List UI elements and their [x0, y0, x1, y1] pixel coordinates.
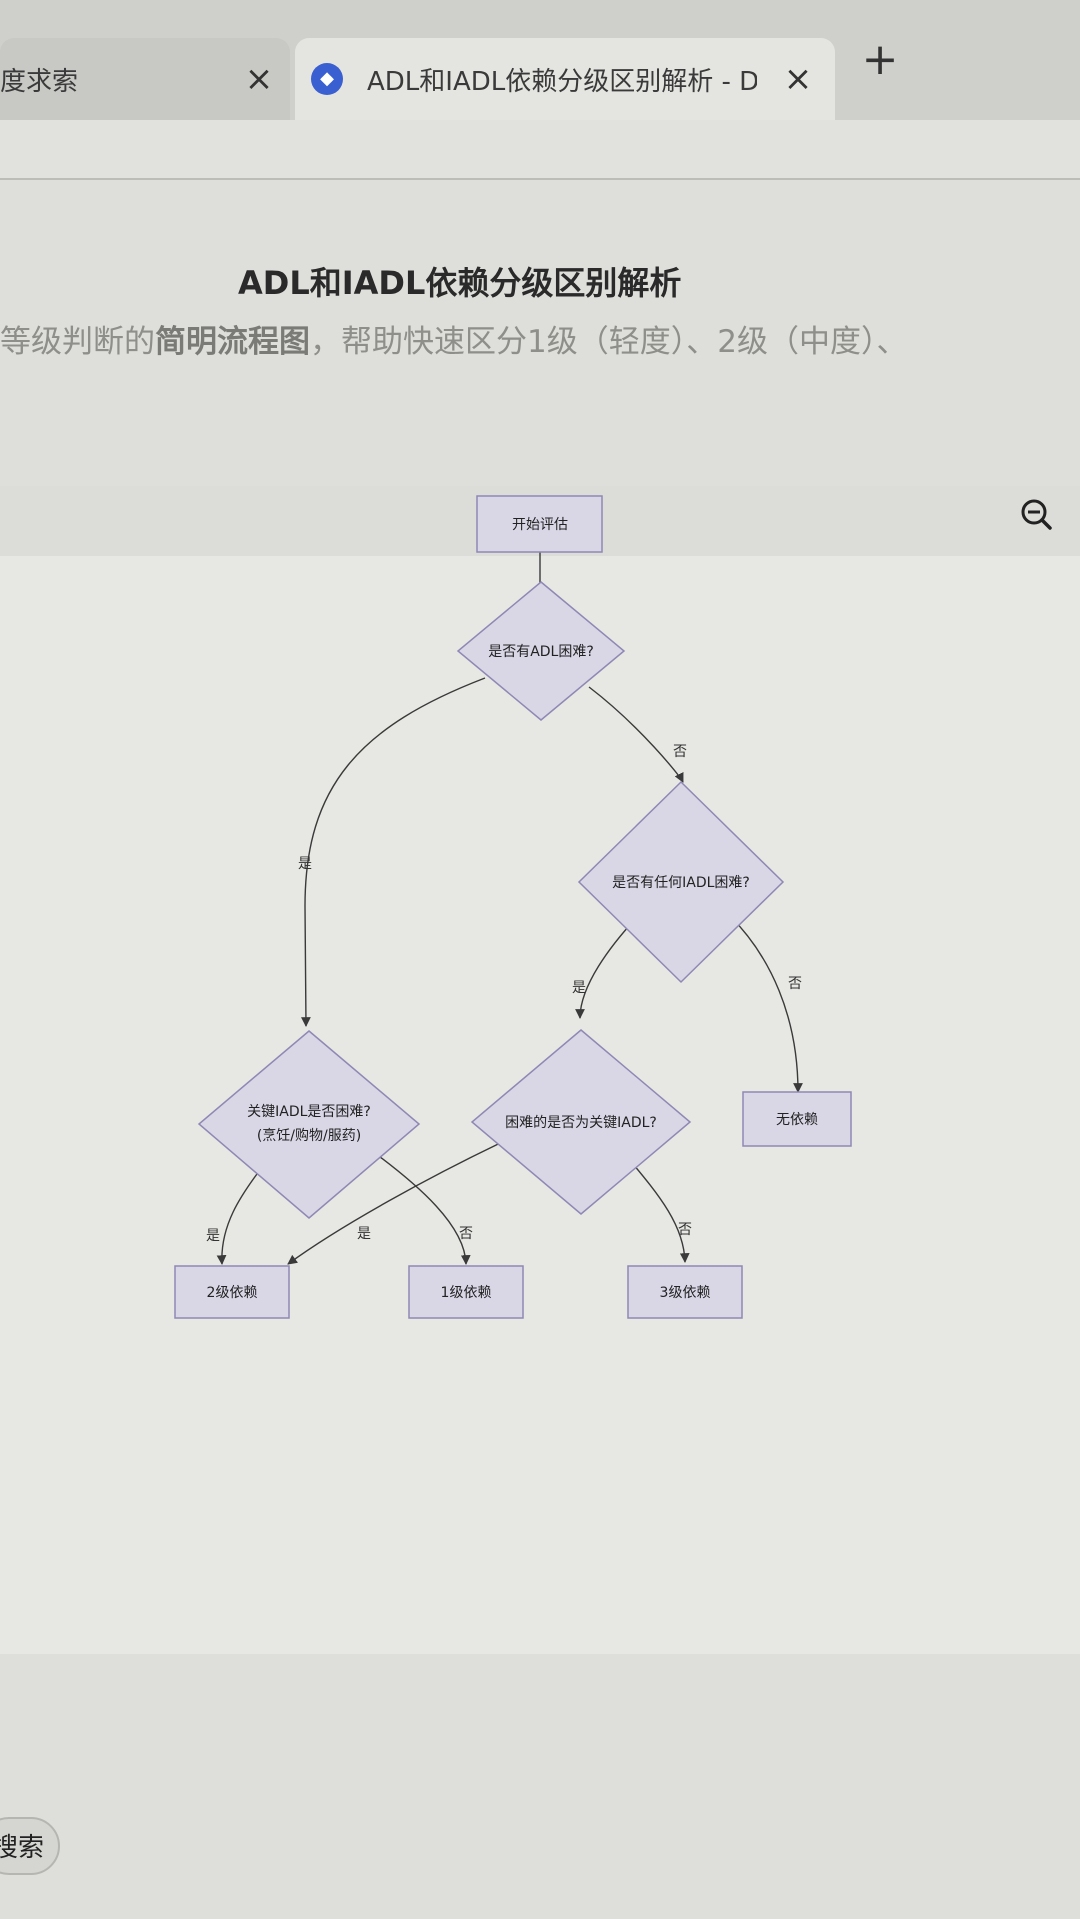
node-q-is-key[interactable]: 困难的是否为关键IADL?: [470, 1029, 692, 1215]
tab-title: 度求索: [0, 66, 79, 97]
edge-key-no: [367, 1147, 471, 1265]
edge-label-iskey-no: 否: [678, 1222, 692, 1238]
edge-iskey-no: [627, 1157, 690, 1263]
close-icon[interactable]: ×: [783, 59, 813, 99]
edge-label-adl-no: 否: [673, 744, 687, 760]
zoom-out-icon[interactable]: [1016, 494, 1060, 538]
flowchart-panel: 开始评估 是否有ADL困难? 是否有任何IADL困难? 关键IADL是否困难? …: [0, 486, 1080, 1654]
node-level3-label: 3级依赖: [660, 1285, 711, 1301]
node-q-key-iadl-label-1: 关键IADL是否困难?: [247, 1104, 371, 1120]
tab-deepseek-search[interactable]: 度求索 ×: [0, 38, 290, 120]
close-icon[interactable]: ×: [244, 59, 274, 99]
node-level2[interactable]: 2级依赖: [174, 1265, 290, 1319]
edge-label-iskey-yes: 是: [357, 1226, 371, 1242]
edge-label-key-no: 否: [459, 1226, 473, 1242]
edge-q-adl-yes: [301, 677, 486, 1027]
edge-label-any-no: 否: [788, 976, 802, 992]
subtitle-post: ，帮助快速区分1级（轻度）、2级（中度）、: [310, 324, 908, 360]
flowchart: 开始评估 是否有ADL困难? 是否有任何IADL困难? 关键IADL是否困难? …: [174, 495, 852, 1319]
edge-any-no: [729, 915, 803, 1093]
node-q-adl-label: 是否有ADL困难?: [488, 644, 594, 660]
plus-icon[interactable]: +: [861, 34, 899, 85]
node-q-any-iadl[interactable]: 是否有任何IADL困难?: [577, 780, 785, 984]
node-start[interactable]: 开始评估: [476, 495, 603, 553]
flowchart-edge-labels: 否 是 是 否 是 是 否 否: [206, 744, 802, 1244]
edge-label-any-yes: 是: [572, 980, 586, 996]
address-bar[interactable]: [0, 120, 1080, 180]
node-q-key-iadl[interactable]: 关键IADL是否困难? (烹饪/购物/服药): [197, 1030, 421, 1219]
edge-label-adl-yes: 是: [298, 856, 312, 872]
node-q-key-iadl-label-2: (烹饪/购物/服药): [257, 1127, 361, 1144]
node-q-any-iadl-label: 是否有任何IADL困难?: [612, 875, 750, 891]
node-level3[interactable]: 3级依赖: [627, 1265, 743, 1319]
subtitle-bold: 简明流程图: [155, 324, 310, 360]
node-level2-label: 2级依赖: [207, 1285, 258, 1301]
edge-label-key-yes: 是: [206, 1228, 220, 1244]
node-level1-label: 1级依赖: [441, 1285, 492, 1301]
deepseek-whale-icon: ◆: [311, 63, 343, 95]
tab-strip: 度求索 × ◆ ADL和IADL依赖分级区别解析 - De × +: [0, 0, 1080, 150]
node-q-adl[interactable]: 是否有ADL困难?: [456, 581, 626, 721]
node-start-label: 开始评估: [512, 517, 568, 533]
page-title: ADL和IADL依赖分级区别解析: [238, 264, 682, 302]
edge-key-yes: [216, 1165, 264, 1265]
node-q-is-key-label: 困难的是否为关键IADL?: [505, 1115, 657, 1131]
search-button[interactable]: 搜索: [0, 1817, 60, 1875]
edge-iskey-yes: [287, 1135, 516, 1265]
node-level1[interactable]: 1级依赖: [408, 1265, 524, 1319]
tab-title: ADL和IADL依赖分级区别解析 - De: [367, 66, 757, 97]
node-none-label: 无依赖: [776, 1112, 818, 1128]
page-content: ADL和IADL依赖分级区别解析 等级判断的简明流程图，帮助快速区分1级（轻度）…: [0, 180, 1080, 1919]
subtitle-pre: 等级判断的: [0, 324, 155, 360]
edge-q-adl-no: [588, 686, 684, 783]
node-none[interactable]: 无依赖: [742, 1091, 852, 1147]
flowchart-edges: [216, 542, 803, 1265]
tab-adl-iadl[interactable]: ◆ ADL和IADL依赖分级区别解析 - De ×: [295, 38, 835, 120]
page-subtitle: 等级判断的简明流程图，帮助快速区分1级（轻度）、2级（中度）、: [0, 316, 907, 361]
